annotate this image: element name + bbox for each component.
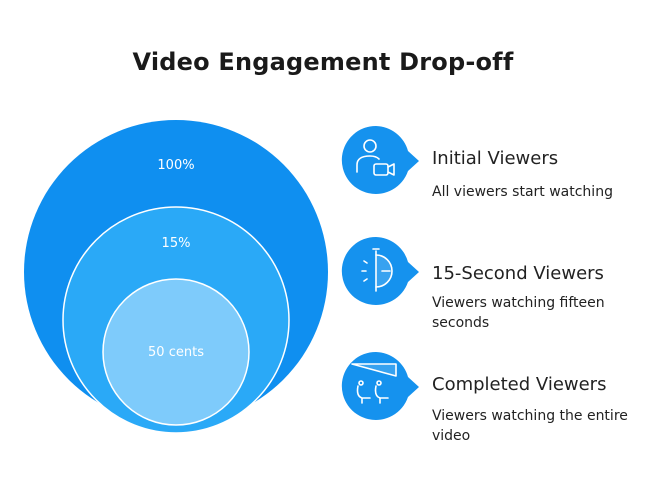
circle-inner-label: 50 cents — [148, 345, 204, 360]
circle-outer-label: 100% — [157, 158, 194, 173]
legend-title: 15-Second Viewers — [432, 263, 604, 284]
stopwatch-icon — [361, 248, 393, 292]
legend-title: Completed Viewers — [432, 374, 607, 395]
legend-description: All viewers start watching — [432, 184, 613, 200]
legend-icon-badge — [341, 125, 419, 194]
legend-icon-badge — [341, 351, 419, 420]
diagram-title: Video Engagement Drop-off — [132, 48, 514, 76]
circle-middle-label: 15% — [162, 236, 191, 251]
user-video-icon — [356, 139, 395, 176]
legend-description: Viewers watching the entire video — [432, 408, 628, 444]
legend-title: Initial Viewers — [432, 148, 559, 169]
legend-description: Viewers watching fifteen seconds — [432, 295, 605, 331]
cinema-seats-icon — [351, 363, 397, 404]
legend-icon-badge — [341, 236, 419, 305]
circle-inner — [102, 278, 250, 426]
